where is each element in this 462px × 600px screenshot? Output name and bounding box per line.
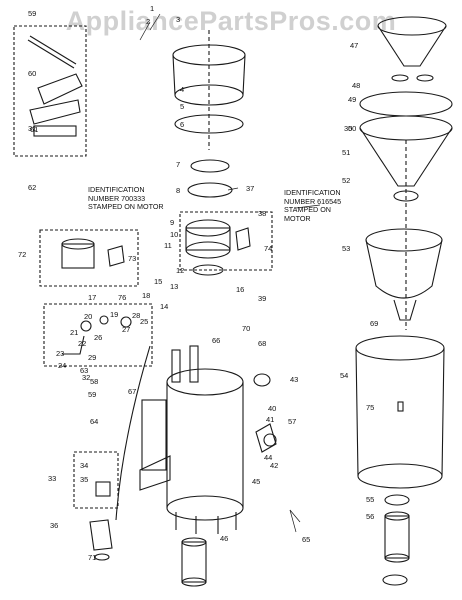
callout: 9 bbox=[170, 218, 174, 227]
callout: 42 bbox=[270, 461, 278, 470]
callout: 5 bbox=[180, 102, 184, 111]
motor-id-note-right: IDENTIFICATION NUMBER 616545 STAMPED ON … bbox=[284, 188, 342, 223]
callout: 75 bbox=[366, 403, 374, 412]
callout: 48 bbox=[352, 81, 360, 90]
accessory-tools bbox=[13, 25, 87, 157]
callout: 46 bbox=[220, 534, 228, 543]
callout: 8 bbox=[176, 186, 180, 195]
gasket bbox=[187, 182, 233, 198]
callout: 24 bbox=[58, 361, 66, 370]
cyclone-funnel bbox=[365, 228, 443, 321]
callout: 52 bbox=[342, 176, 350, 185]
callout: 29 bbox=[88, 353, 96, 362]
main-canister bbox=[139, 345, 244, 534]
callout: 11 bbox=[164, 241, 172, 250]
inlet-hose bbox=[181, 537, 207, 587]
callout: 65 bbox=[302, 535, 310, 544]
callout: 18 bbox=[142, 291, 150, 300]
callout: 23 bbox=[56, 349, 64, 358]
callout: 22 bbox=[78, 339, 86, 348]
callout: 43 bbox=[290, 375, 298, 384]
callout: 58 bbox=[90, 377, 98, 386]
lower-left-parts bbox=[73, 345, 151, 561]
callout: 69 bbox=[370, 319, 378, 328]
callout: 14 bbox=[160, 302, 168, 311]
callout: 74 bbox=[264, 244, 272, 253]
callout: 33 bbox=[48, 474, 56, 483]
callout: 37 bbox=[246, 184, 254, 193]
callout: 6 bbox=[180, 120, 184, 129]
callout: 55 bbox=[366, 495, 374, 504]
callout: 28 bbox=[132, 311, 140, 320]
motor-variant-right bbox=[179, 211, 273, 271]
leader-lines bbox=[139, 13, 321, 533]
callout: 1 bbox=[150, 4, 154, 13]
callout: 17 bbox=[88, 293, 96, 302]
callout: 12 bbox=[176, 266, 184, 275]
callout: 21 bbox=[70, 328, 78, 337]
callout: 32 bbox=[82, 373, 90, 382]
callout: 27 bbox=[122, 325, 130, 334]
callout: 49 bbox=[348, 95, 356, 104]
callout: 71 bbox=[88, 553, 96, 562]
callout: 45 bbox=[252, 477, 260, 486]
switch-assembly bbox=[43, 303, 153, 367]
callout: 38 bbox=[258, 209, 266, 218]
dirt-bowl-stack bbox=[359, 16, 453, 330]
couplings bbox=[382, 494, 410, 586]
callout: 57 bbox=[288, 417, 296, 426]
motor-id-note-left: IDENTIFICATION NUMBER 700333 STAMPED ON … bbox=[88, 185, 164, 212]
callout: 30 bbox=[344, 124, 352, 133]
filter-assembly bbox=[172, 30, 246, 150]
callout: 59 bbox=[88, 390, 96, 399]
callout: 20 bbox=[84, 312, 92, 321]
callout: 62 bbox=[28, 183, 36, 192]
callout: 64 bbox=[90, 417, 98, 426]
callout: 66 bbox=[212, 336, 220, 345]
callout: 41 bbox=[266, 415, 274, 424]
callout: 2 bbox=[146, 17, 150, 26]
callout: 67 bbox=[128, 387, 136, 396]
callout: 68 bbox=[258, 339, 266, 348]
callout: 47 bbox=[350, 41, 358, 50]
callout: 7 bbox=[176, 160, 180, 169]
callout: 35 bbox=[80, 475, 88, 484]
callout: 61 bbox=[30, 125, 38, 134]
callout: 54 bbox=[340, 371, 348, 380]
callout: 40 bbox=[268, 404, 276, 413]
callout: 73 bbox=[128, 254, 136, 263]
motor-center bbox=[185, 219, 231, 276]
callout: 36 bbox=[50, 521, 58, 530]
callout: 34 bbox=[80, 461, 88, 470]
callout: 70 bbox=[242, 324, 250, 333]
callout: 50 bbox=[348, 124, 356, 133]
callout: 56 bbox=[366, 512, 374, 521]
callout: 63 bbox=[80, 366, 88, 375]
callout: 53 bbox=[342, 244, 350, 253]
callout: 72 bbox=[18, 250, 26, 259]
callout: 44 bbox=[264, 453, 272, 462]
callout: 16 bbox=[236, 285, 244, 294]
callout: 26 bbox=[94, 333, 102, 342]
motor-variant-left bbox=[39, 229, 139, 287]
callout: 59 bbox=[28, 9, 36, 18]
callout: 39 bbox=[258, 294, 266, 303]
callout: 13 bbox=[170, 282, 178, 291]
callout: 3 bbox=[176, 15, 180, 24]
callout: 15 bbox=[154, 277, 162, 286]
callout: 76 bbox=[118, 293, 126, 302]
callout: 10 bbox=[170, 230, 178, 239]
callout: 51 bbox=[342, 148, 350, 157]
fittings bbox=[253, 373, 277, 453]
callout: 25 bbox=[140, 317, 148, 326]
dirt-can bbox=[355, 335, 445, 489]
callout-labels: 59 1 2 3 4 5 6 7 8 9 10 11 12 13 14 15 1… bbox=[18, 4, 378, 562]
callout: 60 bbox=[28, 69, 36, 78]
seal-ring bbox=[190, 159, 230, 173]
callout: 4 bbox=[180, 85, 184, 94]
callout: 31 bbox=[28, 124, 36, 133]
callout: 19 bbox=[110, 310, 118, 319]
